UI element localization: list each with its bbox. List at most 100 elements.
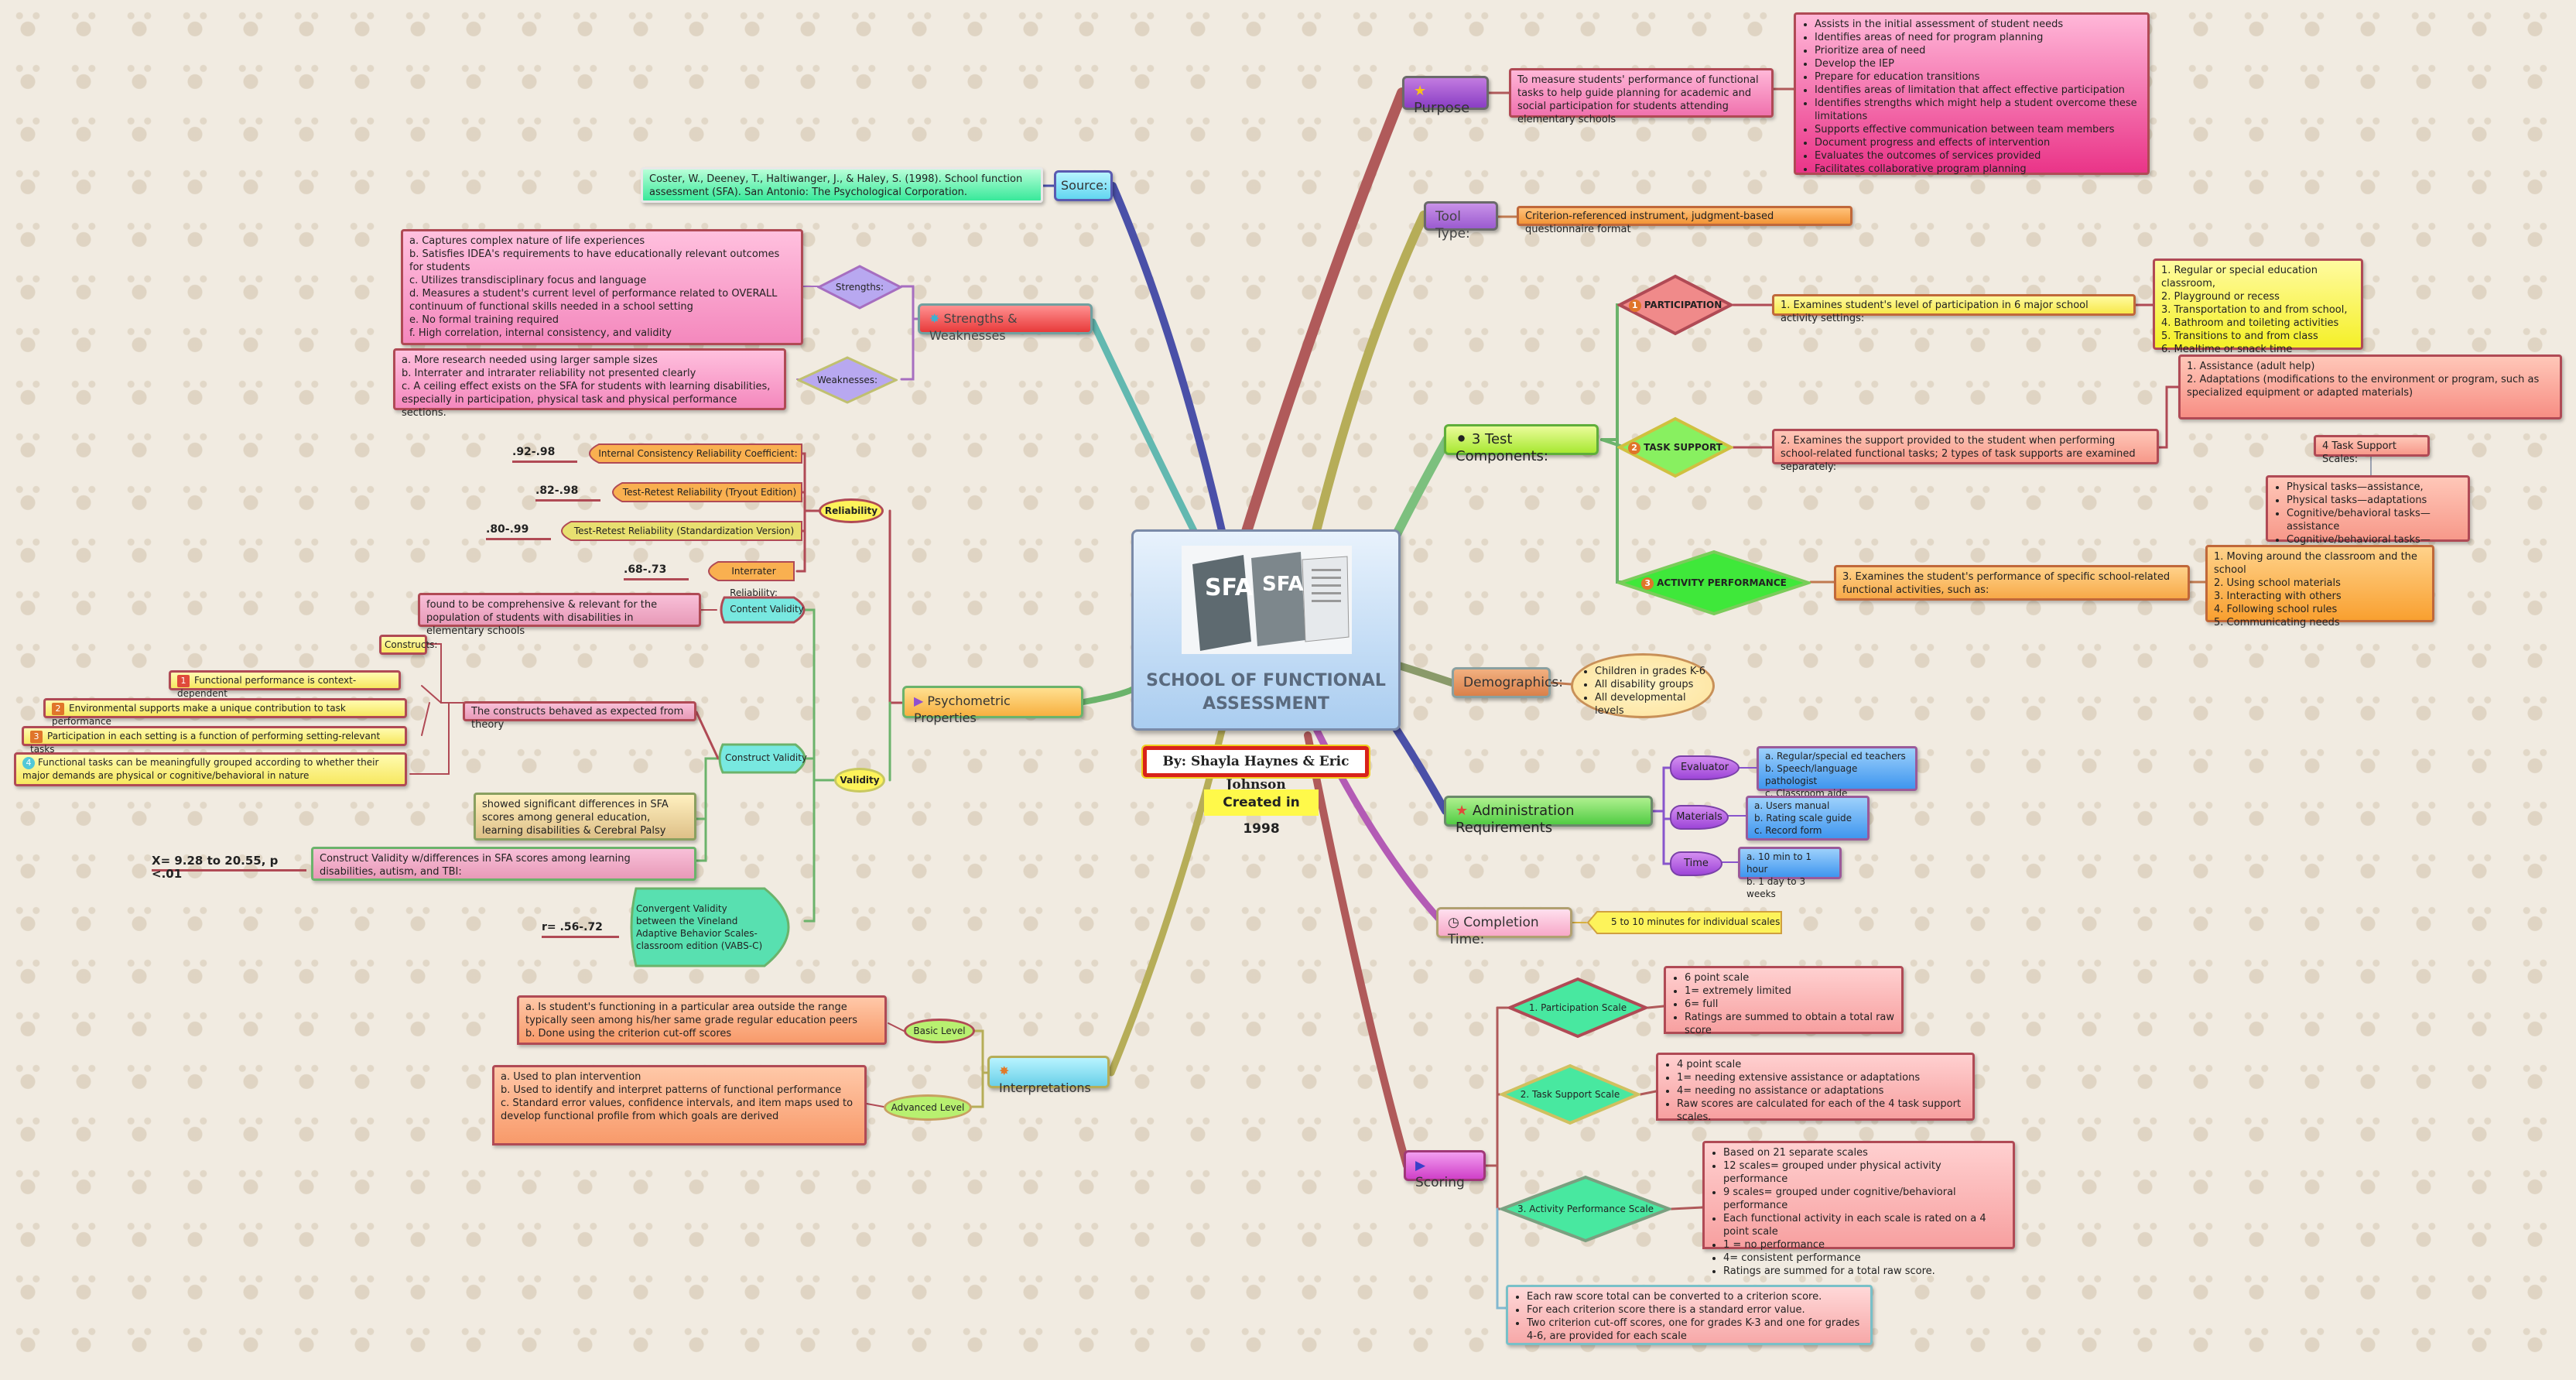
source-citation[interactable]: Coster, W., Deeney, T., Haltiwanger, J.,… <box>641 167 1043 203</box>
authors-label[interactable]: By: Shayla Haynes & Eric Johnson <box>1141 745 1370 793</box>
reliability-item-label: Test-Retest Reliability (Standardization… <box>573 526 795 536</box>
psychometric-topic[interactable]: ▶ Psychometric Properties <box>902 686 1083 725</box>
convergent-validity-label[interactable]: Convergent Validity between the Vineland… <box>625 887 814 967</box>
convergent-validity-value[interactable]: r= .56-.72 <box>542 921 619 938</box>
task-support-scale-item: Physical tasks—assistance, <box>2287 481 2461 494</box>
activity-performance-diamond-shape <box>1617 550 1811 616</box>
participation-setting-item: 2. Playground or recess <box>2161 291 2280 303</box>
sfa-differences[interactable]: showed significant differences in SFA sc… <box>474 793 696 841</box>
convergent-validity-shape <box>630 887 790 967</box>
weaknesses-list[interactable]: a. More research needed using larger sam… <box>393 348 786 419</box>
central-topic[interactable]: SFA SFA SCHOOL OF FUNCTIONAL ASSESSMENT <box>1131 529 1401 731</box>
content-validity-label[interactable]: Content Validity <box>717 596 817 624</box>
task-support-scale-items: 4 point scale1= needing extensive assist… <box>1664 1058 1966 1124</box>
weaknesses-diamond-shape <box>797 356 898 404</box>
purpose-item: Identifies areas of limitation that affe… <box>1815 84 2141 97</box>
number-3-icon: 3 <box>1641 577 1654 590</box>
content-validity-description[interactable]: found to be comprehensive & relevant for… <box>418 593 701 637</box>
participation-scale-diamond[interactable]: 1. Participation Scale <box>1507 977 1648 1039</box>
purpose-description[interactable]: To measure students' performance of func… <box>1509 68 1774 125</box>
svg-text:SFA: SFA <box>1262 573 1304 596</box>
participation-description[interactable]: 1. Examines student's level of participa… <box>1772 294 2136 324</box>
task-support-scales[interactable]: Physical tasks—assistance,Physical tasks… <box>2266 475 2470 559</box>
completion-time-topic[interactable]: ◷ Completion Time: <box>1436 907 1572 947</box>
purpose-topic[interactable]: ★ Purpose <box>1402 76 1489 116</box>
task-support-scale-diamond[interactable]: 2. Task Support Scale <box>1500 1063 1640 1125</box>
interpretations-topic[interactable]: ✸ Interpretations <box>987 1056 1110 1095</box>
participation-setting-item: 3. Transportation to and from school, <box>2161 304 2348 316</box>
scoring-topic[interactable]: ▶ Scoring <box>1404 1150 1486 1190</box>
construct-validity-label[interactable]: Construct Validity <box>715 743 817 774</box>
strengths-weaknesses-topic[interactable]: ✸ Strengths & Weaknesses <box>918 303 1093 343</box>
demographics-items: Children in grades K-6All disability gro… <box>1579 665 1712 717</box>
created-label[interactable]: Created in 1998 <box>1204 789 1319 837</box>
activity-scale-diamond[interactable]: 3. Activity Performance Scale <box>1500 1175 1671 1243</box>
reliability-item[interactable]: Internal Consistency Reliability Coeffic… <box>580 443 805 464</box>
task-support-types[interactable]: 1. Assistance (adult help)2. Adaptations… <box>2178 354 2562 419</box>
scoring-note-item: Each raw score total can be converted to… <box>1527 1290 1864 1303</box>
weaknesses-diamond[interactable]: Weaknesses: <box>797 356 898 404</box>
svg-text:SFA: SFA <box>1205 574 1254 601</box>
participation-setting-item: 6. Mealtime or snack time <box>2161 344 2293 355</box>
demographics-list[interactable]: Children in grades K-6All disability gro… <box>1571 653 1715 718</box>
construct-differences-value[interactable]: X= 9.28 to 20.55, p <.01 <box>152 854 306 881</box>
materials-label[interactable]: Materials <box>1670 805 1729 830</box>
scoring-notes[interactable]: Each raw score total can be converted to… <box>1506 1285 1873 1345</box>
reliability-label[interactable]: Reliability <box>819 498 884 523</box>
tool-type-topic[interactable]: Tool Type: <box>1424 201 1498 241</box>
activity-performance-description[interactable]: 3. Examines the student's performance of… <box>1834 565 2190 601</box>
evaluator-label[interactable]: Evaluator <box>1670 755 1740 780</box>
participation-scale-details[interactable]: 6 point scale1= extremely limited6= full… <box>1664 966 1904 1037</box>
task-support-type-item: 1. Assistance (adult help) <box>2187 361 2315 372</box>
participation-scale-item: Ratings are summed to obtain a total raw… <box>1685 1011 1895 1037</box>
constructs-label[interactable]: Constructs: <box>379 635 437 655</box>
task-support-scale-details[interactable]: 4 point scale1= needing extensive assist… <box>1656 1053 1975 1124</box>
administration-topic[interactable]: ★ Administration Requirements <box>1444 796 1653 836</box>
construct-differences[interactable]: Construct Validity w/differences in SFA … <box>311 847 696 881</box>
reliability-item[interactable]: Test-Retest Reliability (Standardization… <box>552 520 805 542</box>
task-support-description[interactable]: 2. Examines the support provided to the … <box>1772 429 2159 473</box>
reliability-item[interactable]: Interrater Reliability: <box>700 560 797 598</box>
star-icon: ✸ <box>999 1063 1010 1078</box>
scoring-note-item: For each criterion score there is a stan… <box>1527 1303 1864 1317</box>
tool-type-value[interactable]: Criterion-referenced instrument, judgmen… <box>1517 206 1852 235</box>
strengths-diamond[interactable]: Strengths: <box>817 265 902 310</box>
activity-performance-examples[interactable]: 1. Moving around the classroom and the s… <box>2205 545 2434 628</box>
purpose-list[interactable]: Assists in the initial assessment of stu… <box>1794 12 2150 175</box>
constructs-behaved[interactable]: The constructs behaved as expected from … <box>463 701 696 731</box>
central-title: SCHOOL OF FUNCTIONAL ASSESSMENT <box>1146 671 1386 714</box>
task-support-scales-label[interactable]: 4 Task Support Scales: <box>2314 435 2430 465</box>
participation-settings[interactable]: 1. Regular or special education classroo… <box>2153 259 2363 355</box>
completion-time-value[interactable]: 5 to 10 minutes for individual scales <box>1586 910 1783 935</box>
source-topic[interactable]: Source: <box>1054 170 1113 201</box>
activity-example-item: 3. Interacting with others <box>2214 591 2342 602</box>
task-support-scale-detail-item: Raw scores are calculated for each of th… <box>1677 1097 1966 1124</box>
reliability-item-label: Test-Retest Reliability (Tryout Edition) <box>622 487 797 498</box>
demographics-topic[interactable]: Demographics: <box>1452 667 1563 698</box>
basic-level-label[interactable]: Basic Level <box>904 1019 975 1043</box>
time-label[interactable]: Time <box>1670 851 1722 876</box>
task-support-scale-item: Cognitive/behavioral tasks—assistance <box>2287 507 2461 533</box>
strength-item: f. High correlation, internal consistenc… <box>409 327 672 339</box>
strengths-list[interactable]: a. Captures complex nature of life exper… <box>401 229 803 345</box>
advanced-level-label[interactable]: Advanced Level <box>884 1094 972 1121</box>
validity-label[interactable]: Validity <box>834 768 885 793</box>
test-components-topic[interactable]: ⚫ 3 Test Components: <box>1444 424 1599 464</box>
activity-scale-details[interactable]: Based on 21 separate scales12 scales= gr… <box>1702 1141 2015 1277</box>
purpose-item: Evaluates the outcomes of services provi… <box>1815 149 2141 163</box>
reliability-item[interactable]: Test-Retest Reliability (Tryout Edition) <box>604 481 805 503</box>
basic-level-list[interactable]: a. Is student's functioning in a particu… <box>517 995 887 1045</box>
evaluator-item: a. Regular/special ed teachers <box>1765 751 1906 762</box>
content-validity-shape <box>720 596 806 624</box>
